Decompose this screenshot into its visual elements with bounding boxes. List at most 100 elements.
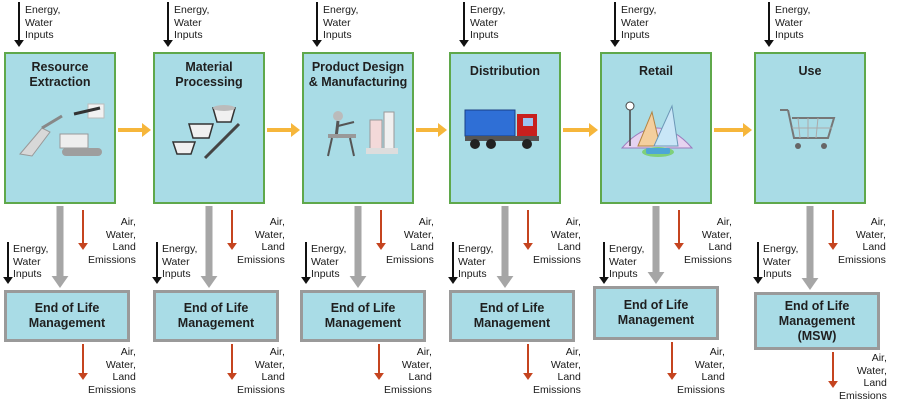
inputs-label-line: Inputs <box>25 29 54 41</box>
end-of-life-label-line: End of Life <box>784 298 850 313</box>
disposal-arrow <box>496 206 514 288</box>
inputs-label-line: Water <box>174 16 202 29</box>
input-arrow <box>312 2 322 47</box>
stage-box-6: Use <box>754 52 866 204</box>
input-arrow <box>459 2 469 47</box>
emissions-label-line: Emissions <box>677 383 725 396</box>
stage-title: Use <box>756 64 864 79</box>
emission-arrow <box>227 210 237 250</box>
flow-arrow <box>267 123 300 137</box>
emissions-label-line: Emissions <box>237 253 285 266</box>
emission-arrow <box>667 342 677 380</box>
inputs-label-line: Water <box>25 16 53 29</box>
shopping-mall-icon <box>612 98 702 164</box>
inputs-label-line: Water <box>458 255 486 268</box>
stage-title-line: Use <box>798 64 822 78</box>
emissions-label-line: Water, <box>403 228 434 241</box>
stage-title-line: Material <box>185 60 233 74</box>
emissions-label-line: Emissions <box>88 253 136 266</box>
stage-title-line: Distribution <box>469 64 541 78</box>
inputs-label-line: Water <box>763 255 791 268</box>
stage-title-line: Resource <box>31 60 89 74</box>
inputs-label-line: Water <box>775 16 803 29</box>
emissions-label-line: Emissions <box>838 253 886 266</box>
end-of-life-label-line: Management <box>617 313 695 327</box>
emissions-label-line: Air, <box>565 216 581 228</box>
emissions-label-line: Emissions <box>839 389 887 402</box>
emissions-label-line: Air, <box>120 346 136 358</box>
emission-arrow <box>828 210 838 250</box>
input-arrow <box>3 242 13 284</box>
inputs-label-line: Inputs <box>458 268 487 280</box>
input-arrow <box>764 2 774 47</box>
disposal-arrow <box>51 206 69 288</box>
emissions-label-line: Emissions <box>384 383 432 396</box>
input-arrow <box>599 242 609 284</box>
inputs-label-line: Energy, <box>162 243 198 255</box>
inputs-label-line: Water <box>609 255 637 268</box>
emissions-label-line: Air, <box>709 346 725 358</box>
flow-arrow <box>118 123 151 137</box>
disposal-arrow <box>801 206 819 290</box>
inputs-label-line: Water <box>311 255 339 268</box>
emissions-label-line: Water, <box>254 228 285 241</box>
inputs-label-line: Energy, <box>775 4 811 16</box>
stage-title: Product Design& Manufacturing <box>304 60 412 90</box>
emissions-label-line: Land <box>410 241 434 253</box>
emissions-label-line: Water, <box>550 228 581 241</box>
end-of-life-label-line: Management <box>324 316 402 330</box>
stage-box-5: Retail <box>600 52 712 204</box>
emission-arrow <box>227 344 237 380</box>
emissions-label-line: Air, <box>871 352 887 364</box>
emissions-label-line: Air, <box>269 216 285 228</box>
emissions-label-line: Water, <box>550 358 581 371</box>
emissions-label-line: Emissions <box>533 383 581 396</box>
emission-arrow <box>78 344 88 380</box>
emissions-label-line: Land <box>261 371 285 383</box>
end-of-life-label-line: Management <box>473 316 551 330</box>
flow-arrow <box>714 123 752 137</box>
emissions-label-line: Land <box>112 241 136 253</box>
emission-arrow <box>78 210 88 250</box>
end-of-life-label-line: End of Life <box>183 301 249 315</box>
stage-title: Distribution <box>451 64 559 79</box>
emissions-label-line: Air, <box>565 346 581 358</box>
inputs-label-line: Inputs <box>775 29 804 41</box>
emissions-label-line: Water, <box>694 358 725 371</box>
inputs-label-line: Inputs <box>174 29 203 41</box>
disposal-arrow <box>647 206 665 284</box>
emissions-label-line: Water, <box>105 358 136 371</box>
emissions-label-line: Water, <box>856 364 887 377</box>
stage-box-3: Product Design& Manufacturing <box>302 52 414 204</box>
mixing-bowls-icon <box>165 98 255 164</box>
emissions-label-line: Land <box>408 371 432 383</box>
stage-box-4: Distribution <box>449 52 561 204</box>
emissions-label-line: Land <box>557 371 581 383</box>
stage-title: Retail <box>602 64 710 79</box>
emissions-label-line: Emissions <box>88 383 136 396</box>
inputs-label-line: Inputs <box>621 29 650 41</box>
